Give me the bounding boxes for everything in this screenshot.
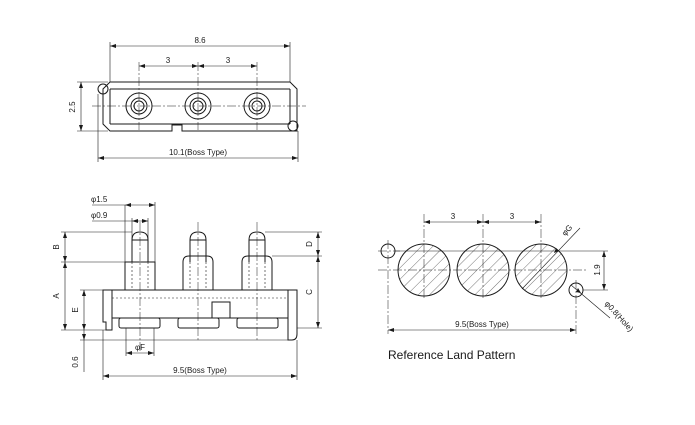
dim-b-label: B — [52, 244, 61, 249]
dim-top-pitch: 3 3 — [139, 56, 257, 68]
dim-land-boss-width: 9.5(Boss Type) — [388, 320, 576, 332]
top-view-body-outline — [102, 81, 298, 132]
side-view-pin-1 — [124, 231, 156, 290]
dim-land-hole-label: φ0.8(Hole) — [603, 299, 635, 334]
dim-pin-dia-outer-label: φ1.5 — [91, 195, 108, 204]
dim-pin-dia-outer: φ1.5 — [91, 195, 156, 262]
dim-land-pitch-left-label: 3 — [451, 212, 456, 221]
top-view-boss-left — [97, 83, 109, 95]
side-view-boss-right — [287, 289, 298, 341]
dim-side-boss-width: 9.5(Boss Type) — [102, 330, 298, 380]
dim-pin-dia-inner-label: φ0.9 — [91, 211, 108, 220]
side-view-body — [111, 289, 289, 319]
top-view-boss-right — [287, 120, 299, 132]
dim-c-label: C — [305, 289, 314, 295]
dim-top-height: 2.5 — [68, 81, 108, 132]
dim-land-pitch: 3 3 — [424, 212, 541, 224]
top-view: 8.6 3 3 2.5 10.1(Boss Type — [68, 36, 306, 162]
dim-overall-width-label: 8.6 — [194, 36, 206, 45]
dim-bottom-label: 0.6 — [71, 356, 80, 368]
dim-land-hole: φ0.8(Hole) — [570, 284, 635, 334]
dim-pin-dia-inner: φ0.9 — [91, 211, 149, 240]
dim-side-boss-width-label: 9.5(Boss Type) — [173, 366, 227, 375]
dim-right-stack: D C — [265, 231, 322, 329]
dim-land-height: 1.9 — [395, 250, 608, 291]
dim-top-height-label: 2.5 — [68, 101, 77, 113]
dim-f: φF — [125, 328, 155, 356]
land-pattern: 3 3 φG 1.9 φ0.8(Hole) 9.5( — [378, 212, 635, 362]
dim-top-pitch-right-label: 3 — [226, 56, 231, 65]
side-view: φ1.5 φ0.9 B A E — [52, 195, 322, 380]
dim-top-boss-width: 10.1(Boss Type) — [97, 94, 299, 162]
dim-d-label: D — [305, 241, 314, 247]
dim-overall-width: 8.6 — [109, 36, 291, 82]
side-view-terminal-1 — [118, 317, 161, 329]
dim-land-height-label: 1.9 — [593, 264, 602, 276]
dim-top-boss-width-label: 10.1(Boss Type) — [169, 148, 227, 157]
dim-bottom: 0.6 — [71, 330, 288, 372]
side-view-boss-left — [102, 289, 113, 331]
dim-left-stack: B A E — [52, 231, 132, 331]
dim-land-boss-width-label: 9.5(Boss Type) — [455, 320, 509, 329]
side-view-terminal-2 — [177, 317, 220, 329]
dim-top-pitch-left-label: 3 — [166, 56, 171, 65]
dim-f-label: φF — [135, 343, 145, 352]
land-pattern-caption: Reference Land Pattern — [388, 348, 515, 362]
side-view-latch-slot — [211, 301, 231, 319]
dim-a-label: A — [52, 293, 61, 299]
side-view-terminal-3 — [236, 317, 279, 329]
dim-land-pitch-right-label: 3 — [510, 212, 515, 221]
dim-land-g-label: φG — [560, 223, 574, 238]
dim-e-label: E — [71, 307, 80, 312]
